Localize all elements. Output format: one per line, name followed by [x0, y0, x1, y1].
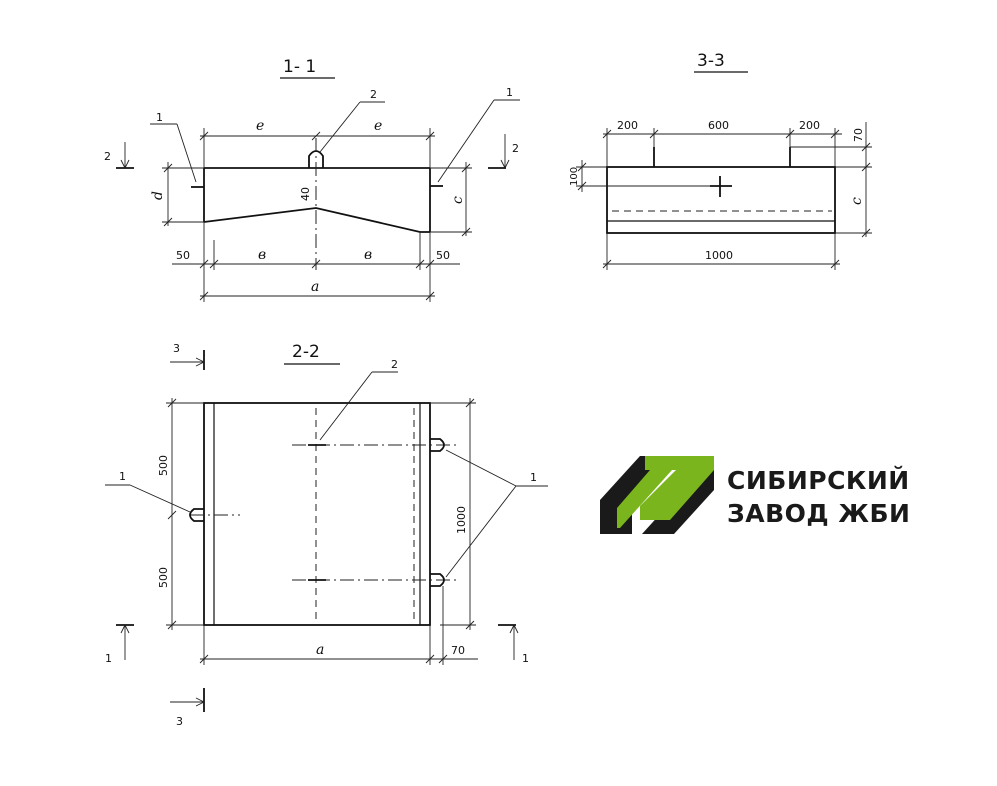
tick [465, 398, 475, 408]
tick [163, 163, 173, 173]
tick [199, 259, 209, 269]
mark-1-22-right: 1 [530, 471, 537, 484]
brand-name-line1: СИБИРСКИЙ [727, 466, 910, 495]
arrow-head [120, 623, 130, 634]
dim-b-left: в [258, 247, 266, 263]
mark-2-loop: 2 [370, 88, 377, 101]
dim-a-22: а [316, 642, 324, 658]
tick [425, 654, 435, 664]
arrow-head [120, 159, 130, 170]
brand-emblem-icon [600, 456, 714, 534]
side-loop-right-bottom-icon [430, 573, 445, 587]
leader [445, 449, 517, 487]
dim-d: d [150, 191, 166, 200]
cut-1-right: 1 [522, 652, 529, 665]
section-3-3: 3-3 200 600 200 70 с [569, 51, 872, 270]
tick [199, 291, 209, 301]
leader [319, 101, 361, 153]
section-2-2: 2-2 500 500 1000 [105, 342, 548, 728]
tick [649, 129, 659, 139]
tick [199, 131, 209, 141]
tick [602, 259, 612, 269]
arrow-head [509, 623, 519, 634]
arrow-head [195, 357, 206, 367]
mark-1-22-left: 1 [119, 470, 126, 483]
dim-70-33: 70 [852, 128, 865, 142]
plan-body [203, 402, 431, 626]
dim-50-right: 50 [436, 249, 450, 262]
dim-500-top: 500 [157, 455, 170, 476]
dim-200-left: 200 [617, 119, 638, 132]
tick [438, 654, 448, 664]
section-1-1: 1- 1 e e 40 d [104, 57, 520, 302]
leader [319, 371, 373, 441]
dim-40: 40 [299, 187, 312, 201]
tick [465, 620, 475, 630]
arrow-head [195, 697, 206, 707]
tick [209, 259, 219, 269]
leader [445, 485, 517, 578]
section-1-1-title: 1- 1 [283, 57, 316, 77]
tick [861, 228, 871, 238]
dim-1000-22: 1000 [455, 506, 468, 534]
dim-1000-33: 1000 [705, 249, 733, 262]
tick [425, 291, 435, 301]
brand-logo: СИБИРСКИЙ ЗАВОД ЖБИ [600, 456, 910, 534]
dim-e-right: e [374, 118, 382, 134]
dim-a: а [311, 279, 319, 295]
tick [163, 217, 173, 227]
section-2-2-title: 2-2 [292, 342, 320, 362]
tick [425, 259, 435, 269]
mark-2-22: 2 [391, 358, 398, 371]
tick [415, 259, 425, 269]
tick [830, 259, 840, 269]
tick [785, 129, 795, 139]
dim-200-right: 200 [799, 119, 820, 132]
dim-c-33: с [849, 197, 865, 205]
cut-2-right: 2 [512, 142, 519, 155]
dim-70-22: 70 [451, 644, 465, 657]
leader [129, 484, 191, 513]
section-3-3-body [606, 166, 836, 234]
leader [176, 123, 197, 183]
cut-1-left: 1 [105, 652, 112, 665]
tick [461, 163, 471, 173]
side-loop-right-top-icon [430, 438, 445, 452]
dim-500-bottom: 500 [157, 567, 170, 588]
dim-c: с [450, 196, 466, 204]
tick [199, 654, 209, 664]
arrow-head [500, 159, 510, 170]
tick [602, 129, 612, 139]
mark-1-right: 1 [506, 86, 513, 99]
dim-b-right: в [364, 247, 372, 263]
tick [311, 131, 321, 141]
tick [167, 398, 177, 408]
cut-2-left: 2 [104, 150, 111, 163]
tick [861, 162, 871, 172]
tick [577, 162, 587, 172]
tick [167, 510, 177, 520]
brand-name-line2: ЗАВОД ЖБИ [727, 499, 910, 528]
dim-600: 600 [708, 119, 729, 132]
bottom-slope [203, 207, 430, 233]
tick [425, 131, 435, 141]
tick [577, 181, 587, 191]
tick [830, 129, 840, 139]
dim-50-left: 50 [176, 249, 190, 262]
leader [437, 99, 495, 183]
section-3-3-title: 3-3 [697, 51, 725, 71]
tick [861, 142, 871, 152]
cut-3-bottom: 3 [176, 715, 183, 728]
dim-e-left: e [256, 118, 264, 134]
tick [461, 227, 471, 237]
side-loop-left-icon [189, 508, 204, 522]
tick [167, 620, 177, 630]
tick [311, 259, 321, 269]
cut-3-top: 3 [173, 342, 180, 355]
dim-100: 100 [569, 167, 580, 186]
mark-1-left: 1 [156, 111, 163, 124]
